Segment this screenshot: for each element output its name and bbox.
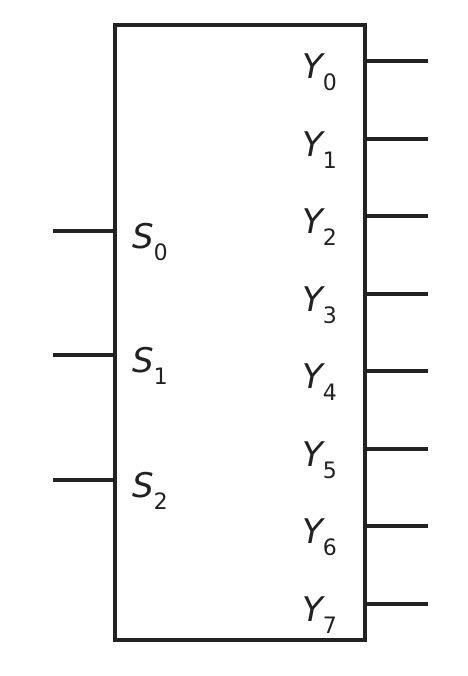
svg-text:Y4: Y4 <box>302 357 337 406</box>
input-label-s0: S <box>132 217 154 257</box>
output-pin-y7: Y7 <box>302 590 428 639</box>
input-pin-s0: S0 <box>53 217 168 266</box>
output-label-y3: Y <box>302 280 325 320</box>
svg-text:Y5: Y5 <box>302 435 337 484</box>
svg-text:Y6: Y6 <box>302 512 337 561</box>
output-label-y1: Y <box>302 125 325 165</box>
output-pin-y3: Y3 <box>302 280 428 329</box>
output-subscript-y5: 5 <box>323 459 337 484</box>
svg-text:S0: S0 <box>132 217 168 266</box>
svg-text:Y2: Y2 <box>302 202 337 251</box>
svg-text:Y7: Y7 <box>302 590 337 639</box>
output-pin-y1: Y1 <box>302 125 428 174</box>
input-label-s1: S <box>132 341 154 381</box>
output-label-y6: Y <box>302 512 325 552</box>
input-subscript-s2: 2 <box>154 490 168 515</box>
output-subscript-y2: 2 <box>323 226 337 251</box>
input-subscript-s1: 1 <box>154 365 168 390</box>
svg-text:Y1: Y1 <box>302 125 337 174</box>
svg-text:S1: S1 <box>132 341 168 390</box>
svg-text:S2: S2 <box>132 466 168 515</box>
output-label-y4: Y <box>302 357 325 397</box>
svg-text:Y0: Y0 <box>302 47 337 96</box>
decoder-body <box>113 23 367 642</box>
output-label-y5: Y <box>302 435 325 475</box>
output-subscript-y6: 6 <box>323 536 337 561</box>
output-label-y0: Y <box>302 47 325 87</box>
output-label-y2: Y <box>302 202 325 242</box>
output-subscript-y0: 0 <box>323 71 337 96</box>
output-pin-y0: Y0 <box>302 47 428 96</box>
output-label-y7: Y <box>302 590 325 630</box>
input-pin-s1: S1 <box>53 341 168 390</box>
output-pin-y6: Y6 <box>302 512 428 561</box>
input-pin-s2: S2 <box>53 466 168 515</box>
output-pin-y2: Y2 <box>302 202 428 251</box>
input-label-s2: S <box>132 466 154 506</box>
output-pin-y5: Y5 <box>302 435 428 484</box>
output-subscript-y7: 7 <box>323 614 337 639</box>
output-subscript-y3: 3 <box>323 304 337 329</box>
output-subscript-y1: 1 <box>323 149 337 174</box>
svg-text:Y3: Y3 <box>302 280 337 329</box>
output-pin-y4: Y4 <box>302 357 428 406</box>
output-subscript-y4: 4 <box>323 381 337 406</box>
input-subscript-s0: 0 <box>154 241 168 266</box>
